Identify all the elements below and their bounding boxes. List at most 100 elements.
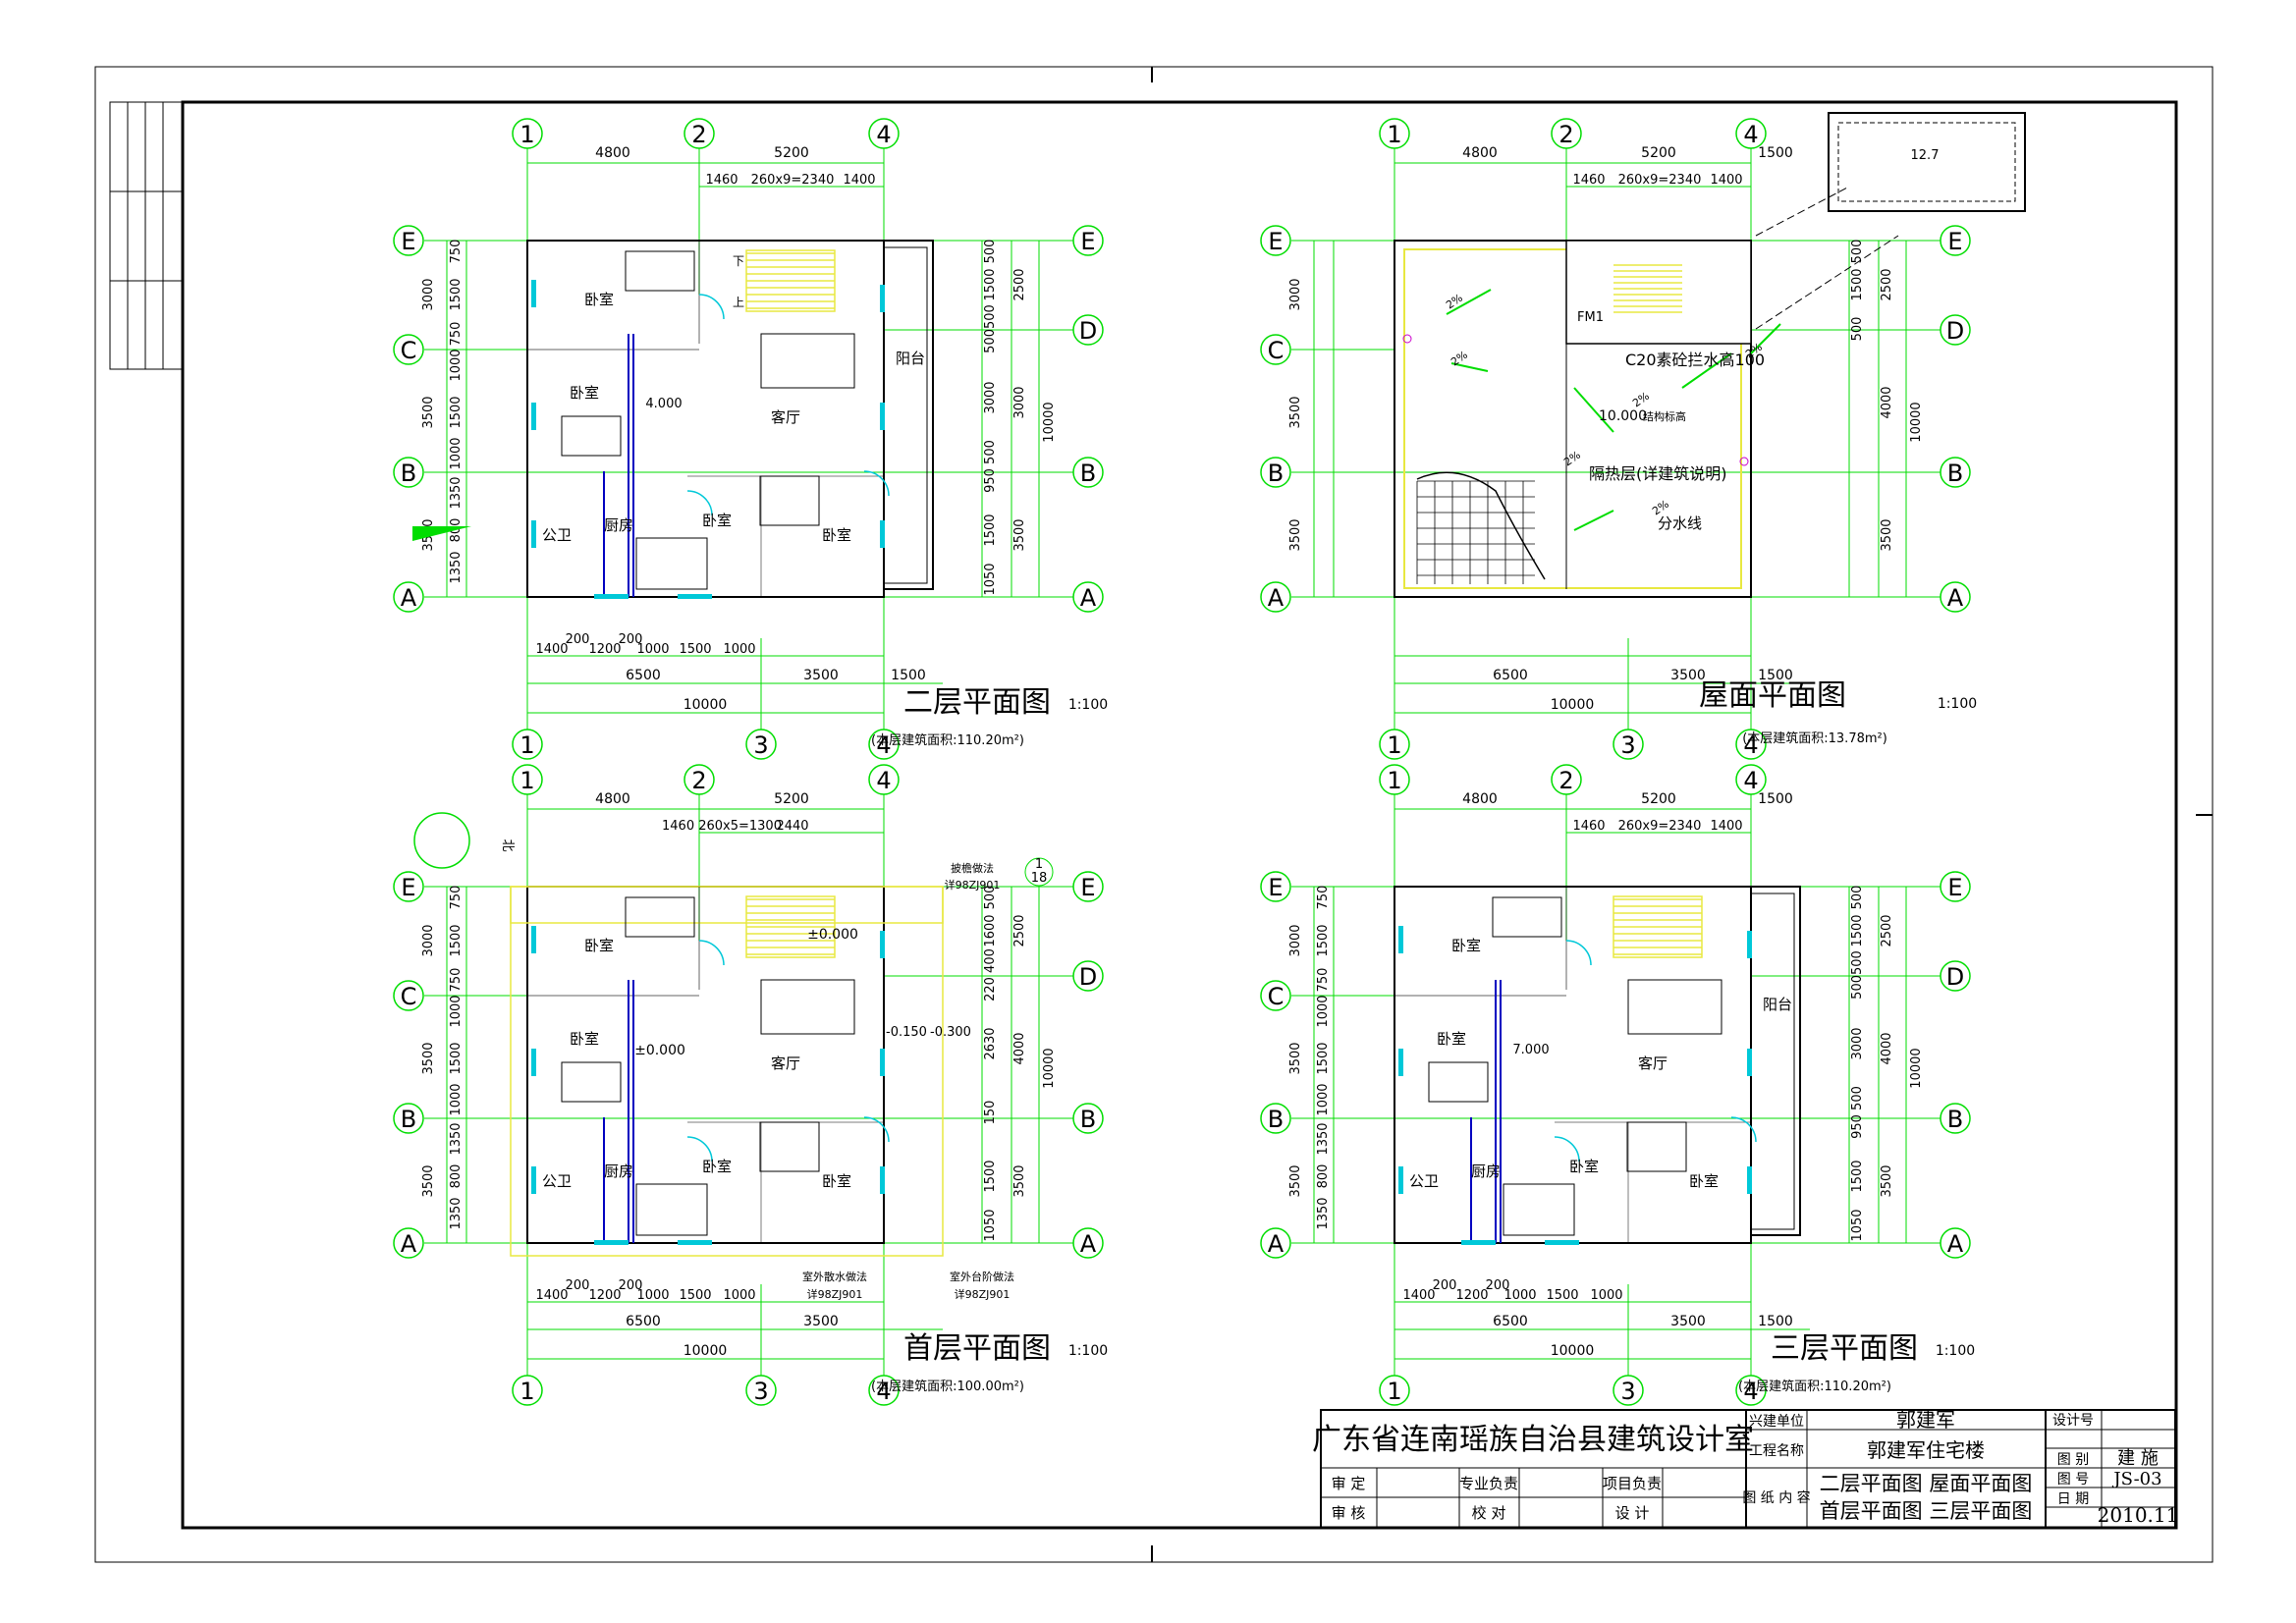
axis-label-right: D bbox=[1946, 317, 1964, 345]
callout: 详98ZJ901 bbox=[945, 878, 1001, 892]
dim-top: 5200 bbox=[774, 791, 809, 807]
axis-label-bottom: 4 bbox=[1743, 1378, 1758, 1405]
sign-check: 校 对 bbox=[1472, 1504, 1506, 1522]
dim-bottom-sub: 1500 bbox=[679, 642, 711, 657]
roof-note: 10.000 bbox=[1599, 408, 1647, 424]
axis-label-top: 4 bbox=[1743, 767, 1758, 794]
dim-left-sub: 750 bbox=[449, 322, 464, 347]
axis-bubble bbox=[1260, 980, 1291, 1011]
dim-right: 2500 bbox=[1012, 914, 1027, 947]
room-label: 厨房 bbox=[604, 516, 633, 534]
north-label: 北 bbox=[500, 839, 515, 851]
dim-right-sub: 3000 bbox=[1850, 1027, 1865, 1059]
dim-left-sub: 1350 bbox=[449, 1197, 464, 1229]
axis-bubble bbox=[1551, 118, 1582, 149]
axis-bubble bbox=[1940, 581, 1971, 613]
axis-bubble bbox=[868, 1375, 900, 1406]
axis-label-left: A bbox=[401, 1230, 417, 1258]
dim-right-sub: 3000 bbox=[983, 381, 998, 413]
window bbox=[880, 520, 885, 548]
plan-title: 三层平面图 bbox=[1771, 1331, 1918, 1366]
elev-label: -0.300 bbox=[930, 1025, 971, 1040]
axis-label-bottom: 1 bbox=[519, 1378, 534, 1405]
window bbox=[531, 1049, 536, 1076]
axis-bubble bbox=[393, 457, 424, 488]
plan-title: 二层平面图 bbox=[903, 685, 1051, 720]
dim-bottom-sub: 1000 bbox=[723, 642, 755, 657]
axis-bubble bbox=[393, 1103, 424, 1134]
dim-left-sub: 750 bbox=[449, 240, 464, 264]
dim-top-sub: 1400 bbox=[1710, 173, 1742, 188]
window bbox=[1747, 1049, 1752, 1076]
window bbox=[1398, 1049, 1403, 1076]
dim-bottom-sub: 1000 bbox=[636, 642, 669, 657]
window bbox=[1461, 1240, 1496, 1245]
axis-bubble bbox=[1735, 729, 1767, 760]
axis-label-bottom: 3 bbox=[1620, 1378, 1635, 1405]
dim-top-sub: 260x9=2340 bbox=[1618, 173, 1702, 188]
binding-strip bbox=[109, 101, 184, 370]
drawing-content-1: 二层平面图 屋面平面图 bbox=[1820, 1472, 2033, 1495]
dim-left-sub: 1000 bbox=[449, 995, 464, 1027]
dim-bottom-sub: 1200 bbox=[1455, 1288, 1488, 1303]
window bbox=[678, 1240, 712, 1245]
window bbox=[1398, 926, 1403, 953]
axis-bubble bbox=[1260, 871, 1291, 902]
dim-left-sub: 1000 bbox=[449, 1083, 464, 1115]
axis-label-right: A bbox=[1947, 1230, 1964, 1258]
axis-bubble bbox=[1940, 871, 1971, 902]
dim-bottom: 3500 bbox=[1670, 1314, 1706, 1329]
axis-bubble bbox=[1260, 334, 1291, 365]
axis-bubble bbox=[512, 118, 543, 149]
axis-label-left: E bbox=[1268, 228, 1283, 255]
plan-title: 首层平面图 bbox=[903, 1331, 1051, 1366]
dim-bottom-sub: 1400 bbox=[535, 642, 568, 657]
dim-right-total: 10000 bbox=[1042, 402, 1057, 442]
plan-scale: 1:100 bbox=[1068, 1343, 1108, 1359]
axis-bubble bbox=[1379, 118, 1410, 149]
axis-bubble bbox=[1260, 1227, 1291, 1259]
dim-left: 3500 bbox=[421, 1164, 436, 1197]
room-label: 卧室 bbox=[584, 937, 614, 954]
window bbox=[531, 520, 536, 548]
dim-bottom-sub: 200 bbox=[619, 1278, 643, 1293]
dim-left-sub: 1500 bbox=[449, 278, 464, 310]
dim-top-sub: 260x9=2340 bbox=[1618, 819, 1702, 834]
window bbox=[531, 1166, 536, 1194]
dim-right-sub: 950 500 bbox=[1850, 1086, 1865, 1139]
axis-label-left: A bbox=[1268, 1230, 1285, 1258]
axis-label-top: 2 bbox=[1558, 121, 1573, 148]
axis-label-left: C bbox=[401, 983, 417, 1010]
axis-label-right: B bbox=[1947, 1106, 1963, 1133]
axis-label-top: 1 bbox=[519, 121, 534, 148]
axis-bubble bbox=[683, 764, 715, 795]
dim-right: 4000 bbox=[1880, 386, 1894, 418]
detail-ref bbox=[1024, 857, 1054, 887]
axis-bubble bbox=[868, 764, 900, 795]
axis-bubble bbox=[1072, 225, 1104, 256]
axis-bubble bbox=[1940, 225, 1971, 256]
window bbox=[1747, 931, 1752, 958]
dim-right: 3000 bbox=[1012, 386, 1027, 418]
dim-right-sub: 500 bbox=[1850, 240, 1865, 264]
stair-down: 下 bbox=[733, 254, 744, 268]
dim-top: 5200 bbox=[1641, 145, 1676, 161]
dim-right-sub: 1500 bbox=[983, 1160, 998, 1192]
room-label: 厨房 bbox=[604, 1163, 633, 1180]
axis-label-bottom: 4 bbox=[1743, 731, 1758, 759]
dim-right-sub: 1050 bbox=[983, 563, 998, 595]
dim-bottom: 1500 bbox=[1758, 668, 1793, 683]
dim-top-sub: 1460 bbox=[705, 173, 738, 188]
axis-label-left: B bbox=[1268, 1106, 1284, 1133]
dim-top: 5200 bbox=[774, 145, 809, 161]
window bbox=[594, 594, 629, 599]
dim-bottom-sub: 1400 bbox=[535, 1288, 568, 1303]
dim-right: 2500 bbox=[1880, 914, 1894, 947]
dim-right-total: 10000 bbox=[1909, 1048, 1924, 1088]
dim-right-sub: 1050 bbox=[1850, 1209, 1865, 1241]
dim-right-total: 10000 bbox=[1909, 402, 1924, 442]
detail-ref-sheet: 18 bbox=[1031, 871, 1048, 886]
dim-bottom-sub: 1200 bbox=[588, 642, 621, 657]
roof-note: 分水线 bbox=[1658, 514, 1702, 532]
